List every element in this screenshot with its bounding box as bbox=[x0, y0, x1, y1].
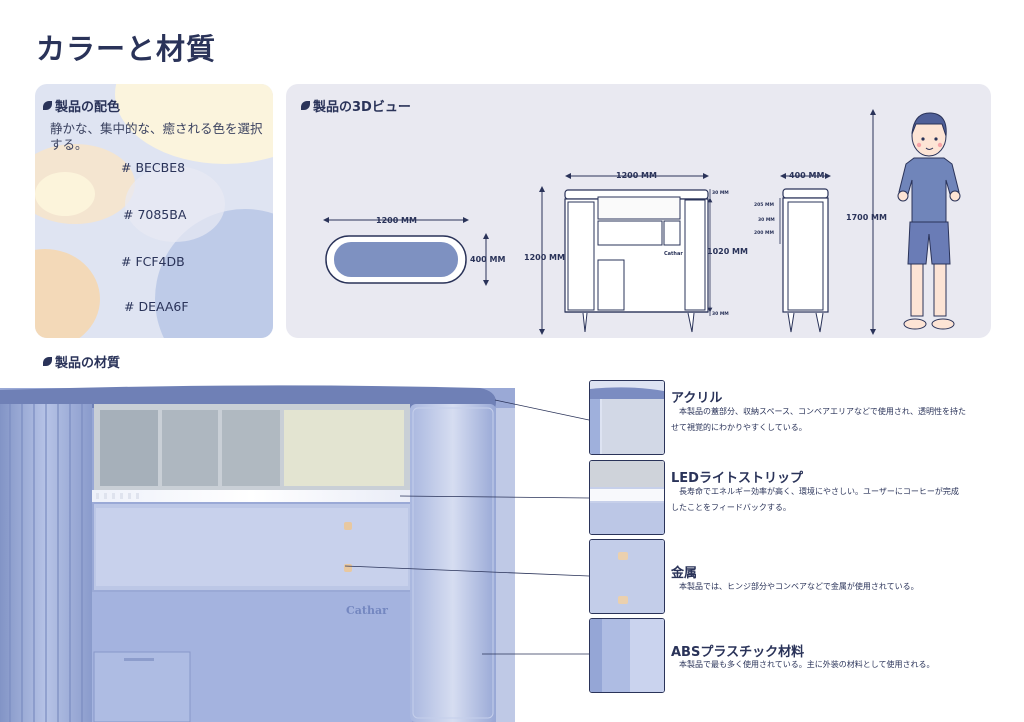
swatch-code: # 7085BA bbox=[123, 207, 187, 222]
colors-section-label: 製品の配色 bbox=[43, 96, 120, 115]
leaf-icon bbox=[43, 101, 52, 110]
swatch-code: # DEAA6F bbox=[124, 299, 189, 314]
top-view: 1200 MM 400 MM bbox=[323, 216, 505, 286]
leaf-icon bbox=[301, 101, 310, 110]
front-view: 1200 MM 1200 MM Cathar 30 MM 1020 MM 30 … bbox=[524, 171, 748, 335]
swatch-code: # FCF4DB bbox=[121, 254, 185, 269]
thumb-abs bbox=[589, 618, 665, 693]
material-title: ABSプラスチック材料 bbox=[671, 645, 805, 660]
view-panel: 製品の3Dビュー 1200 MM 400 MM 1200 MM 1200 MM bbox=[286, 84, 991, 338]
material-description: 長寿命でエネルギー効率が高く、環境にやさしい。ユーザーにコーヒーが完成したことを… bbox=[671, 487, 959, 512]
color-panel: 製品の配色 静かな、集中的な、癒される色を選択する。 # BECBE8 # 70… bbox=[35, 84, 273, 338]
material-description: 本製品では、ヒンジ部分やコンベアなどで金属が使用されている。 bbox=[679, 582, 919, 591]
color-blobs bbox=[35, 84, 273, 338]
material-title: アクリル bbox=[671, 391, 723, 406]
dim-top-depth: 400 MM bbox=[470, 255, 505, 264]
colors-description: 静かな、集中的な、癒される色を選択する。 bbox=[50, 121, 263, 152]
thumb-metal bbox=[589, 539, 665, 614]
human-figure: 1700 MM bbox=[846, 109, 961, 335]
product-render: Cathar bbox=[0, 385, 515, 722]
material-photo: Cathar bbox=[0, 380, 515, 722]
render-brand: Cathar bbox=[346, 604, 388, 617]
dim-front-bottom-gap: 30 MM bbox=[712, 311, 729, 317]
material-title: 金属 bbox=[671, 566, 698, 581]
leaf-icon bbox=[43, 357, 52, 366]
materials-section-label: 製品の材質 bbox=[43, 352, 120, 371]
material-title: LEDライトストリップ bbox=[671, 471, 803, 486]
dim-side-a: 205 MM bbox=[754, 202, 774, 208]
dim-top-width: 1200 MM bbox=[376, 216, 417, 225]
swatch-code: # BECBE8 bbox=[121, 160, 186, 175]
dim-front-body-height: 1020 MM bbox=[707, 247, 748, 256]
dim-side-b: 30 MM bbox=[758, 217, 775, 223]
thumb-acrylic bbox=[589, 380, 665, 455]
material-description: 本製品で最も多く使用されている。主に外装の材料として使用される。 bbox=[679, 660, 935, 669]
thumb-led bbox=[589, 460, 665, 535]
material-description: 本製品の蓋部分、収納スペース、コンベアエリアなどで使用され、透明性を持たせて視覚… bbox=[671, 407, 966, 432]
dim-front-width: 1200 MM bbox=[616, 171, 657, 180]
dim-side-c: 200 MM bbox=[754, 230, 774, 236]
dimension-drawings: 1200 MM 400 MM 1200 MM 1200 MM Cathar bbox=[323, 109, 961, 335]
side-view: 400 MM 205 MM 30 MM 200 MM bbox=[754, 171, 831, 333]
dim-human-height: 1700 MM bbox=[846, 213, 887, 222]
front-brand: Cathar bbox=[664, 251, 683, 257]
dim-front-height: 1200 MM bbox=[524, 253, 565, 262]
dim-side-width: 400 MM bbox=[789, 171, 824, 180]
page-title: カラーと材質 bbox=[36, 32, 217, 66]
dim-front-top-gap: 30 MM bbox=[712, 190, 729, 196]
view-section-label: 製品の3Dビュー bbox=[301, 96, 411, 115]
